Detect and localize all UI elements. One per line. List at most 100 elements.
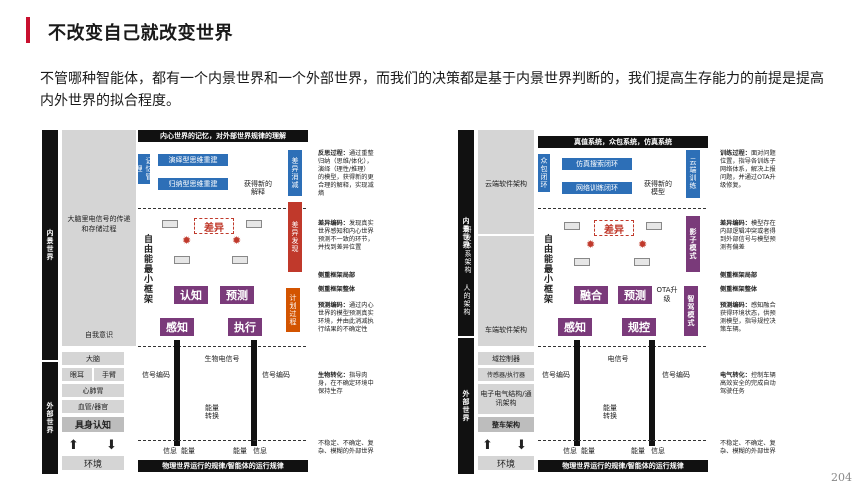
note-training: 训练过程：面对问题位置，指导各训练子网络体系，解决上报问题，并通过OTA升级修复… bbox=[720, 150, 776, 189]
note-predict-encode: 预测编码：感知融合获得环境状态，供预测模型，指导规控决策车辆。 bbox=[720, 302, 776, 333]
signal-encode-left: 信号编码 bbox=[142, 371, 170, 379]
spark-icon: ✹ bbox=[586, 238, 596, 251]
spark-icon: ✹ bbox=[182, 234, 192, 247]
smart-drive-box: 智驾模式 bbox=[684, 286, 698, 336]
environment-label: 环境 bbox=[62, 456, 124, 470]
energy-label: 能量 bbox=[581, 447, 595, 455]
signal-encode-left: 信号编码 bbox=[542, 371, 570, 379]
note-global: 侧重框架整体 bbox=[720, 286, 758, 293]
bio-signal-label: 生物电信号 bbox=[204, 355, 240, 363]
top-banner: 内心世界的记忆，对外部世界规律的理解 bbox=[138, 130, 308, 142]
top-banner: 真值系统，众包系统，仿真系统 bbox=[538, 136, 708, 148]
row-brain: 大脑 bbox=[62, 352, 124, 365]
row-organs: 心肺胃 bbox=[62, 384, 124, 397]
model-node-icon bbox=[232, 256, 248, 264]
prediction-box: 预测 bbox=[618, 286, 652, 304]
row-vehicle-arch: 整车架构 bbox=[478, 417, 534, 432]
inductive-rebuild-box: 归纳型思维重建 bbox=[158, 178, 228, 190]
arrow-up-icon: ⬆ bbox=[482, 438, 493, 453]
energy-label: 能量 bbox=[631, 447, 645, 455]
cloud-arch-label: 云端软件架构 bbox=[485, 179, 527, 188]
arrow-shaft bbox=[574, 340, 580, 446]
new-model-label: 获得新的模型 bbox=[644, 180, 672, 196]
self-awareness-label: 自我意识 bbox=[85, 331, 113, 339]
cloud-column bbox=[478, 130, 534, 234]
row-domain-ctrl: 域控制器 bbox=[478, 352, 534, 365]
note-elec-convert: 电气转化：控制车辆高效安全的完成自动驾驶任务 bbox=[720, 372, 776, 395]
shadow-mode-box: 影子模式 bbox=[686, 216, 700, 272]
energy-label: 能量 bbox=[233, 447, 247, 455]
car-arch-label: 车端软件架构 bbox=[485, 325, 527, 334]
info-label: 信息 bbox=[163, 447, 177, 455]
note-diff-encode: 差异编码：发现真实世界感知和内心世界预测不一致的环节，并找到差异位置 bbox=[318, 220, 374, 251]
row-arms: 手臂 bbox=[94, 368, 124, 381]
car-column bbox=[478, 236, 534, 346]
sim-search-loop-box: 仿真搜索闭环 bbox=[562, 158, 632, 170]
arrow-up-icon: ⬆ bbox=[68, 438, 79, 453]
human-arch-label: 人的架构 bbox=[463, 284, 471, 316]
brain-column bbox=[62, 130, 136, 346]
note-bio-convert: 生物转化：指导肉身，在不确定环境中保持生存 bbox=[318, 372, 374, 395]
plan-process-box: 计划过程 bbox=[286, 288, 300, 332]
research-arch-label: 研发体系架构 bbox=[464, 226, 472, 274]
intro-paragraph: 不管哪种智能体，都有一个内景世界和一个外部世界，而我们的决策都是基于内景世界判断… bbox=[40, 71, 824, 109]
signal-encode-right: 信号编码 bbox=[662, 371, 690, 379]
crowd-loop-box: 众包闭环 bbox=[538, 154, 550, 192]
note-local: 侧重框架局部 bbox=[318, 272, 356, 279]
model-node-icon bbox=[162, 220, 178, 228]
page-title: 不改变自己就改变世界 bbox=[48, 23, 233, 44]
ota-upgrade-label: OTA升级 bbox=[656, 286, 678, 303]
deductive-rebuild-box: 演绎型思维重建 bbox=[158, 154, 228, 166]
embodied-cognition: 具身认知 bbox=[62, 417, 124, 432]
model-node-icon bbox=[174, 256, 190, 264]
perception-box: 感知 bbox=[160, 318, 194, 336]
spark-icon: ✹ bbox=[638, 238, 648, 251]
fusion-box: 融合 bbox=[574, 286, 608, 304]
diagram-vehicle: 内景世界 外部世界 研发体系架构 云端软件架构 人的架构 车端软件架构 域控制器… bbox=[458, 130, 818, 474]
row-eyes-ears: 眼耳 bbox=[62, 368, 92, 381]
model-node-icon bbox=[646, 222, 662, 230]
arrow-shaft bbox=[649, 340, 655, 446]
info-label: 信息 bbox=[563, 447, 577, 455]
note-outer-world: 不稳定、不确定、复杂、模糊的外部世界 bbox=[318, 440, 374, 455]
note-outer-world: 不稳定、不确定、复杂、模糊的外部世界 bbox=[720, 440, 776, 455]
side-label-outer-world: 外部世界 bbox=[42, 362, 58, 474]
info-label: 信息 bbox=[651, 447, 665, 455]
title-accent-bar bbox=[26, 17, 30, 43]
note-global: 侧重框架整体 bbox=[318, 286, 356, 293]
energy-label: 能量 bbox=[181, 447, 195, 455]
arrow-shaft bbox=[174, 340, 180, 446]
side-label-outer-world: 外部世界 bbox=[458, 338, 474, 474]
note-predict-encode: 预测编码：通过内心世界的模型预测真实环境，并由此消减执行结果的不确定性 bbox=[318, 302, 374, 333]
energy-convert-label: 能量转换 bbox=[603, 404, 617, 420]
bottom-banner: 物理世界运行的规律/智能体的运行规律 bbox=[138, 460, 308, 472]
memory-manage-box: 记忆管理 bbox=[135, 154, 153, 184]
arrow-down-icon: ⬇ bbox=[106, 438, 117, 453]
net-train-loop-box: 网络训练闭环 bbox=[562, 182, 632, 194]
diff-found-box: 差异发现 bbox=[288, 202, 302, 272]
diagram-human: 内景世界 外部世界 大脑里电信号的传递和存储过程 自我意识 大脑 眼耳 手臂 心… bbox=[42, 130, 402, 474]
diff-reduce-box: 差异消减 bbox=[288, 150, 302, 196]
divider-upper bbox=[138, 208, 306, 209]
cognition-box: 认知 bbox=[174, 286, 208, 304]
row-ee-arch: 电子电气结构/通讯架构 bbox=[478, 384, 534, 414]
arrow-down-icon: ⬇ bbox=[516, 438, 527, 453]
free-energy-label: 自由能最小框架 bbox=[542, 234, 552, 304]
note-reflection: 反思过程：通过重整归纳（思维/体化），演绎（理性/推理）的模型，获得新的更合理的… bbox=[318, 150, 374, 197]
spark-icon: ✹ bbox=[232, 234, 242, 247]
new-explanation-label: 获得新的解释 bbox=[244, 180, 272, 196]
execution-box: 执行 bbox=[228, 318, 262, 336]
model-node-icon bbox=[574, 258, 590, 266]
perception-box: 感知 bbox=[558, 318, 592, 336]
note-local: 侧重框架局部 bbox=[720, 272, 758, 279]
divider-upper bbox=[538, 208, 706, 209]
signal-encode-right: 信号编码 bbox=[262, 371, 290, 379]
divider-middle bbox=[138, 346, 306, 347]
diff-box: 差异 bbox=[594, 220, 634, 236]
row-sensors: 传感器/执行器 bbox=[478, 368, 534, 381]
elec-signal-label: 电信号 bbox=[607, 355, 629, 363]
environment-label: 环境 bbox=[478, 456, 534, 470]
model-node-icon bbox=[246, 220, 262, 228]
model-node-icon bbox=[634, 258, 650, 266]
planning-control-box: 规控 bbox=[622, 318, 656, 336]
